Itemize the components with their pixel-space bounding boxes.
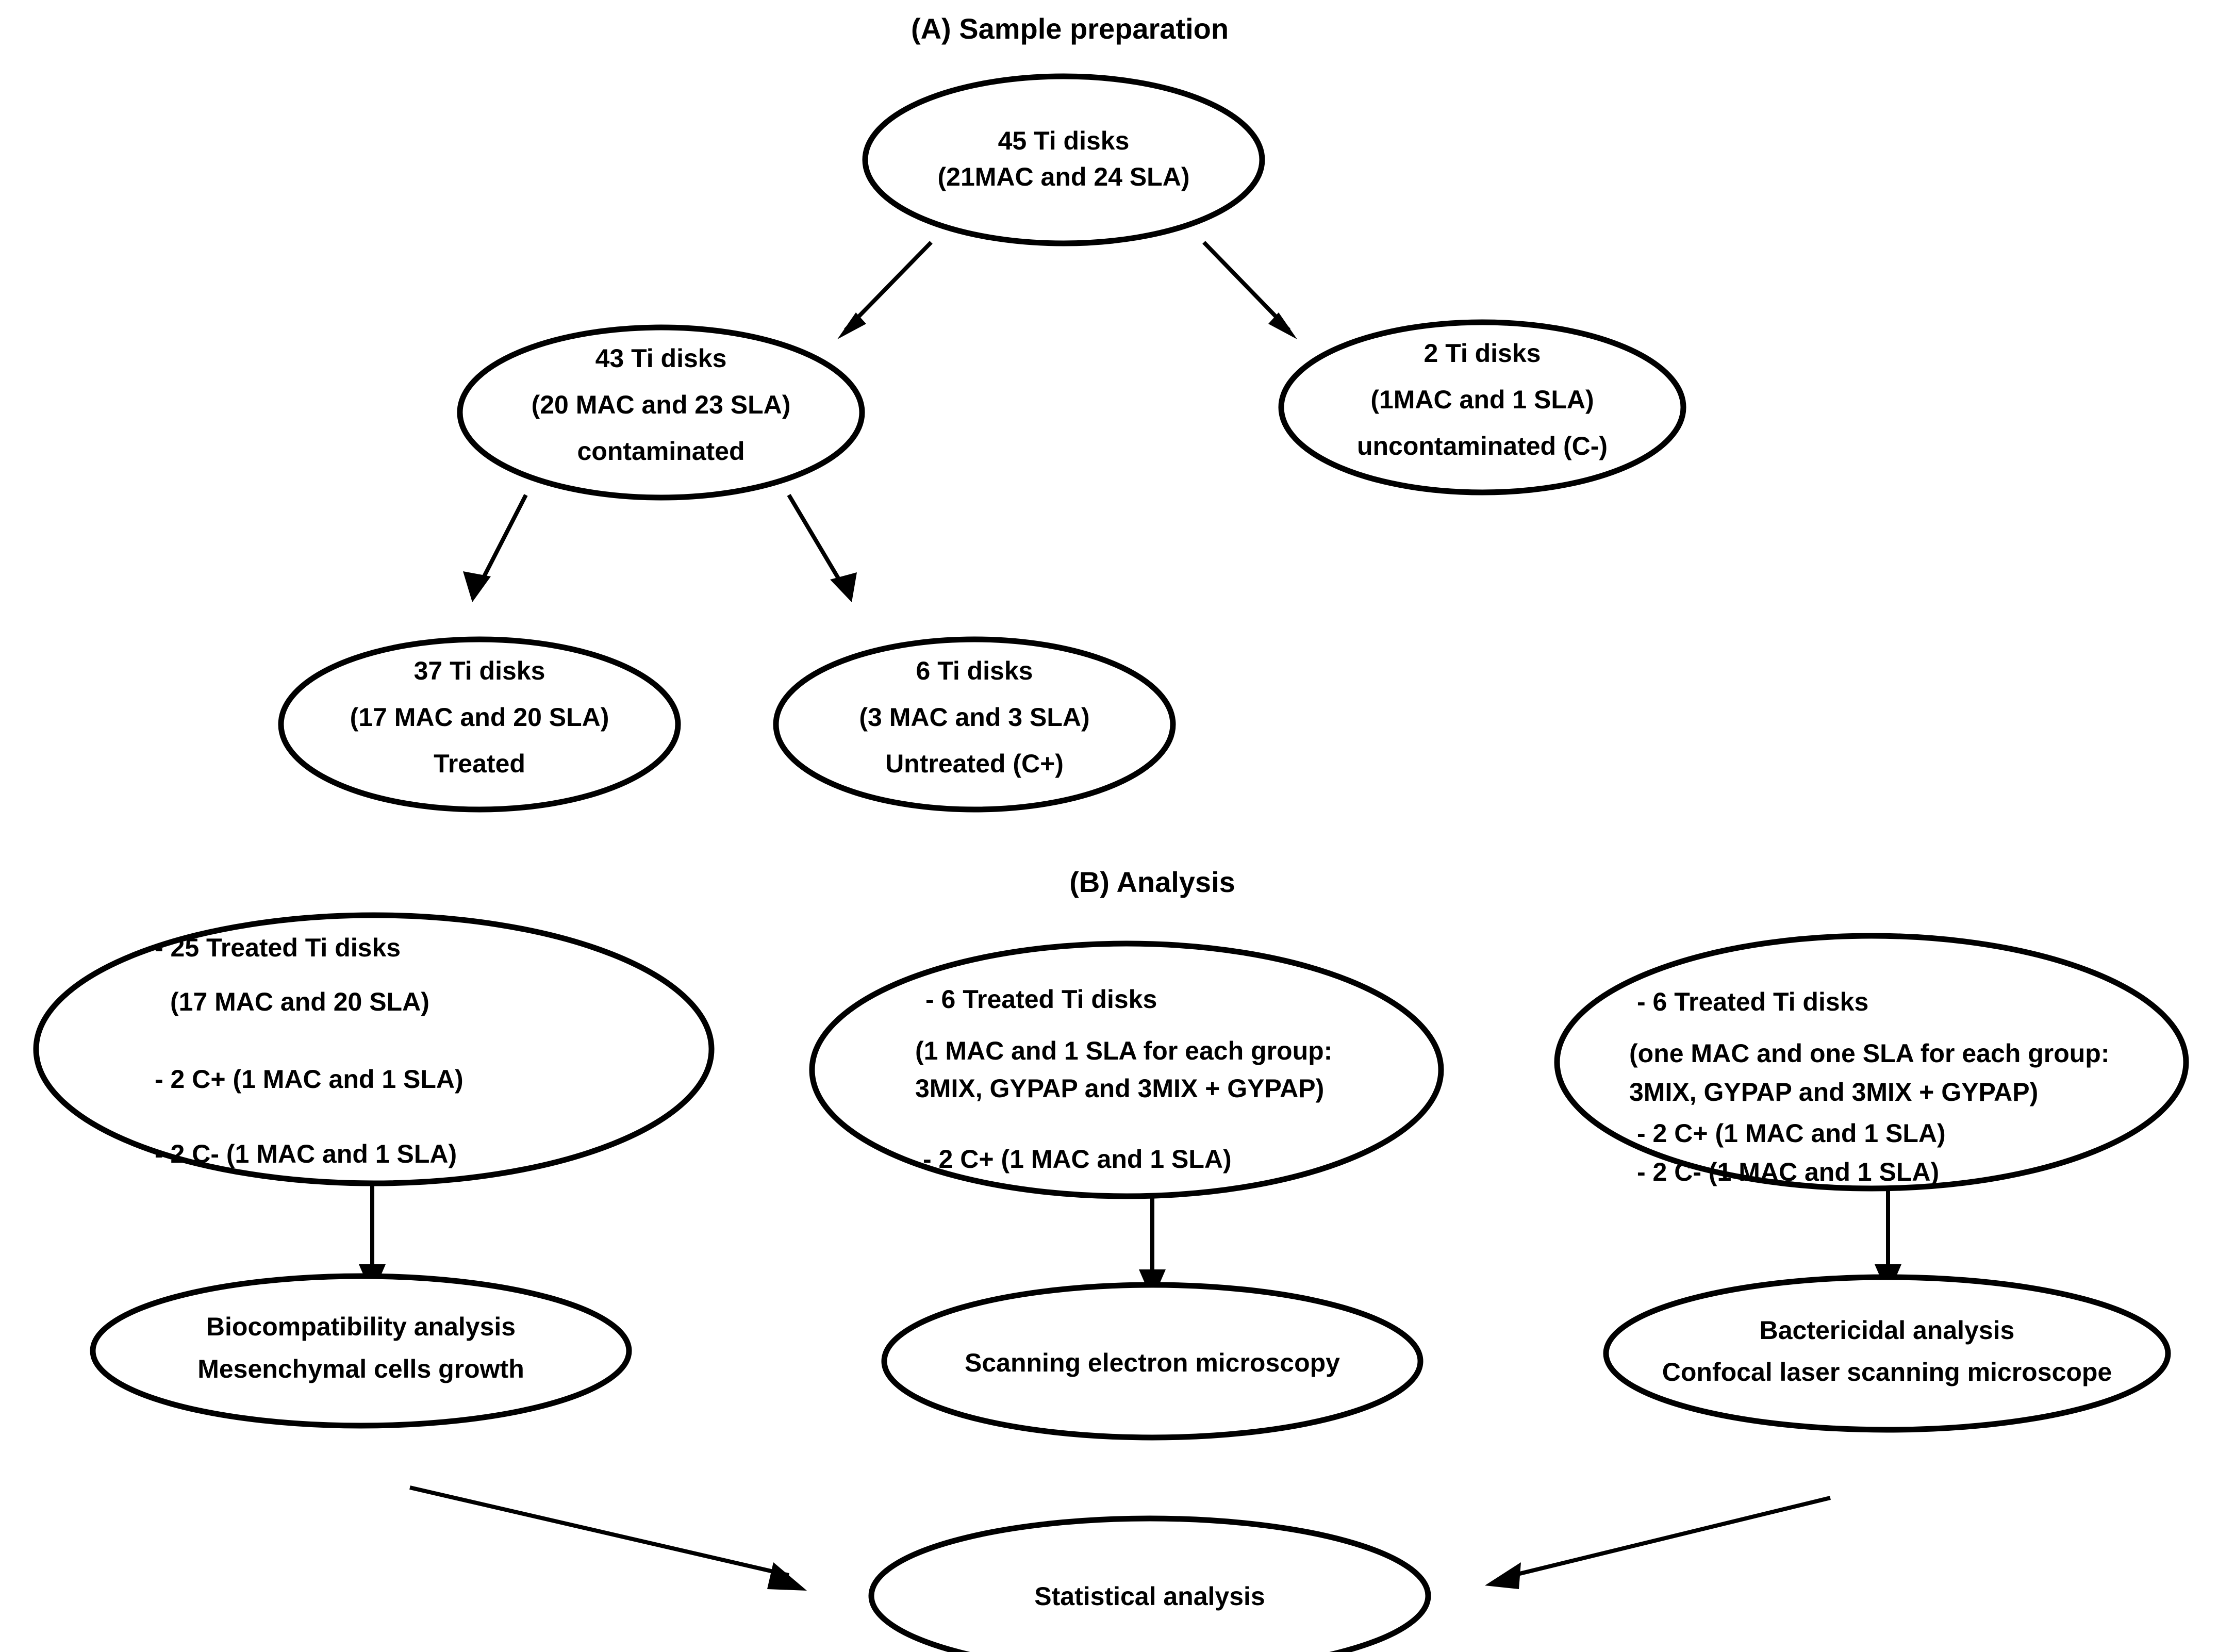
node-uncontaminated-line-3: uncontaminated (C-) <box>1357 432 1608 460</box>
node-statistical-line-1: Statistical analysis <box>1034 1582 1265 1611</box>
node-treated-line-3: Treated <box>434 749 525 778</box>
node-group-biocompat-line-6: - 2 C- (1 MAC and 1 SLA) <box>155 1139 457 1168</box>
node-group-biocompatibility[interactable]: - 25 Treated Ti disks (17 MAC and 20 SLA… <box>33 912 715 1186</box>
node-group-biocompat-line-2: (17 MAC and 20 SLA) <box>170 987 429 1016</box>
node-group-bactericidal-line-1: - 6 Treated Ti disks <box>1637 987 1868 1016</box>
arrow-total-to-contaminated <box>837 241 933 339</box>
arrow-biocompatibility-to-statistical <box>409 1485 807 1591</box>
node-group-sem-line-2: (1 MAC and 1 SLA for each group: <box>915 1036 1332 1065</box>
node-contaminated-disks[interactable]: 43 Ti disks (20 MAC and 23 SLA) contamin… <box>457 324 865 501</box>
node-contaminated-line-2: (20 MAC and 23 SLA) <box>532 390 791 419</box>
node-uncontaminated-line-2: (1MAC and 1 SLA) <box>1370 385 1594 414</box>
node-group-biocompat-line-4: - 2 C+ (1 MAC and 1 SLA) <box>155 1065 464 1094</box>
node-group-bactericidal-line-4: - 2 C+ (1 MAC and 1 SLA) <box>1637 1119 1946 1148</box>
node-group-sem-line-5: - 2 C+ (1 MAC and 1 SLA) <box>923 1145 1232 1174</box>
node-bactericidal-line-2: Confocal laser scanning microscope <box>1662 1358 2112 1386</box>
section-a-title: (A) Sample preparation <box>911 12 1229 45</box>
node-sem-analysis[interactable]: Scanning electron microscopy <box>881 1282 1424 1441</box>
node-bactericidal-analysis[interactable]: Bactericidal analysis Confocal laser sca… <box>1603 1274 2171 1433</box>
node-group-bactericidal-line-2: (one MAC and one SLA for each group: <box>1629 1039 2109 1068</box>
node-untreated-line-3: Untreated (C+) <box>885 749 1064 778</box>
node-sem-line-1: Scanning electron microscopy <box>965 1348 1340 1377</box>
node-biocompatibility-line-2: Mesenchymal cells growth <box>197 1354 524 1383</box>
node-total-disks-line-1: 45 Ti disks <box>998 126 1130 155</box>
arrow-bactericidal-to-statistical <box>1485 1496 1831 1589</box>
node-total-disks[interactable]: 45 Ti disks (21MAC and 24 SLA) <box>862 73 1265 246</box>
node-treated-disks[interactable]: 37 Ti disks (17 MAC and 20 SLA) Treated <box>278 636 681 813</box>
section-b-title: (B) Analysis <box>1069 866 1235 898</box>
node-biocompatibility-analysis[interactable]: Biocompatibility analysis Mesenchymal ce… <box>90 1273 632 1429</box>
node-treated-line-1: 37 Ti disks <box>414 656 545 685</box>
node-group-sem-line-3: 3MIX, GYPAP and 3MIX + GYPAP) <box>915 1074 1324 1103</box>
node-untreated-line-2: (3 MAC and 3 SLA) <box>859 703 1089 732</box>
node-untreated-disks[interactable]: 6 Ti disks (3 MAC and 3 SLA) Untreated (… <box>773 636 1176 813</box>
node-contaminated-line-3: contaminated <box>577 437 744 466</box>
node-group-bactericidal[interactable]: - 6 Treated Ti disks (one MAC and one SL… <box>1554 933 2189 1192</box>
node-total-disks-line-2: (21MAC and 24 SLA) <box>938 162 1190 191</box>
node-group-sem-line-1: - 6 Treated Ti disks <box>925 985 1157 1014</box>
node-group-bactericidal-line-3: 3MIX, GYPAP and 3MIX + GYPAP) <box>1629 1078 2038 1106</box>
node-contaminated-line-1: 43 Ti disks <box>595 344 727 373</box>
node-biocompatibility-line-1: Biocompatibility analysis <box>206 1312 516 1341</box>
node-group-biocompat-line-1: - 25 Treated Ti disks <box>155 933 401 962</box>
node-untreated-line-1: 6 Ti disks <box>916 656 1033 685</box>
node-treated-line-2: (17 MAC and 20 SLA) <box>350 703 609 732</box>
node-group-sem[interactable]: - 6 Treated Ti disks (1 MAC and 1 SLA fo… <box>809 940 1444 1199</box>
node-uncontaminated-line-1: 2 Ti disks <box>1424 339 1541 368</box>
node-group-bactericidal-line-5: - 2 C- (1 MAC and 1 SLA) <box>1637 1158 1939 1186</box>
node-bactericidal-line-1: Bactericidal analysis <box>1760 1316 2015 1345</box>
arrow-contaminated-to-treated <box>463 494 528 602</box>
arrow-total-to-uncontaminated <box>1202 241 1297 339</box>
node-statistical-analysis[interactable]: Statistical analysis <box>868 1515 1431 1652</box>
arrow-contaminated-to-untreated <box>787 493 857 602</box>
node-uncontaminated-disks[interactable]: 2 Ti disks (1MAC and 1 SLA) uncontaminat… <box>1278 319 1686 495</box>
